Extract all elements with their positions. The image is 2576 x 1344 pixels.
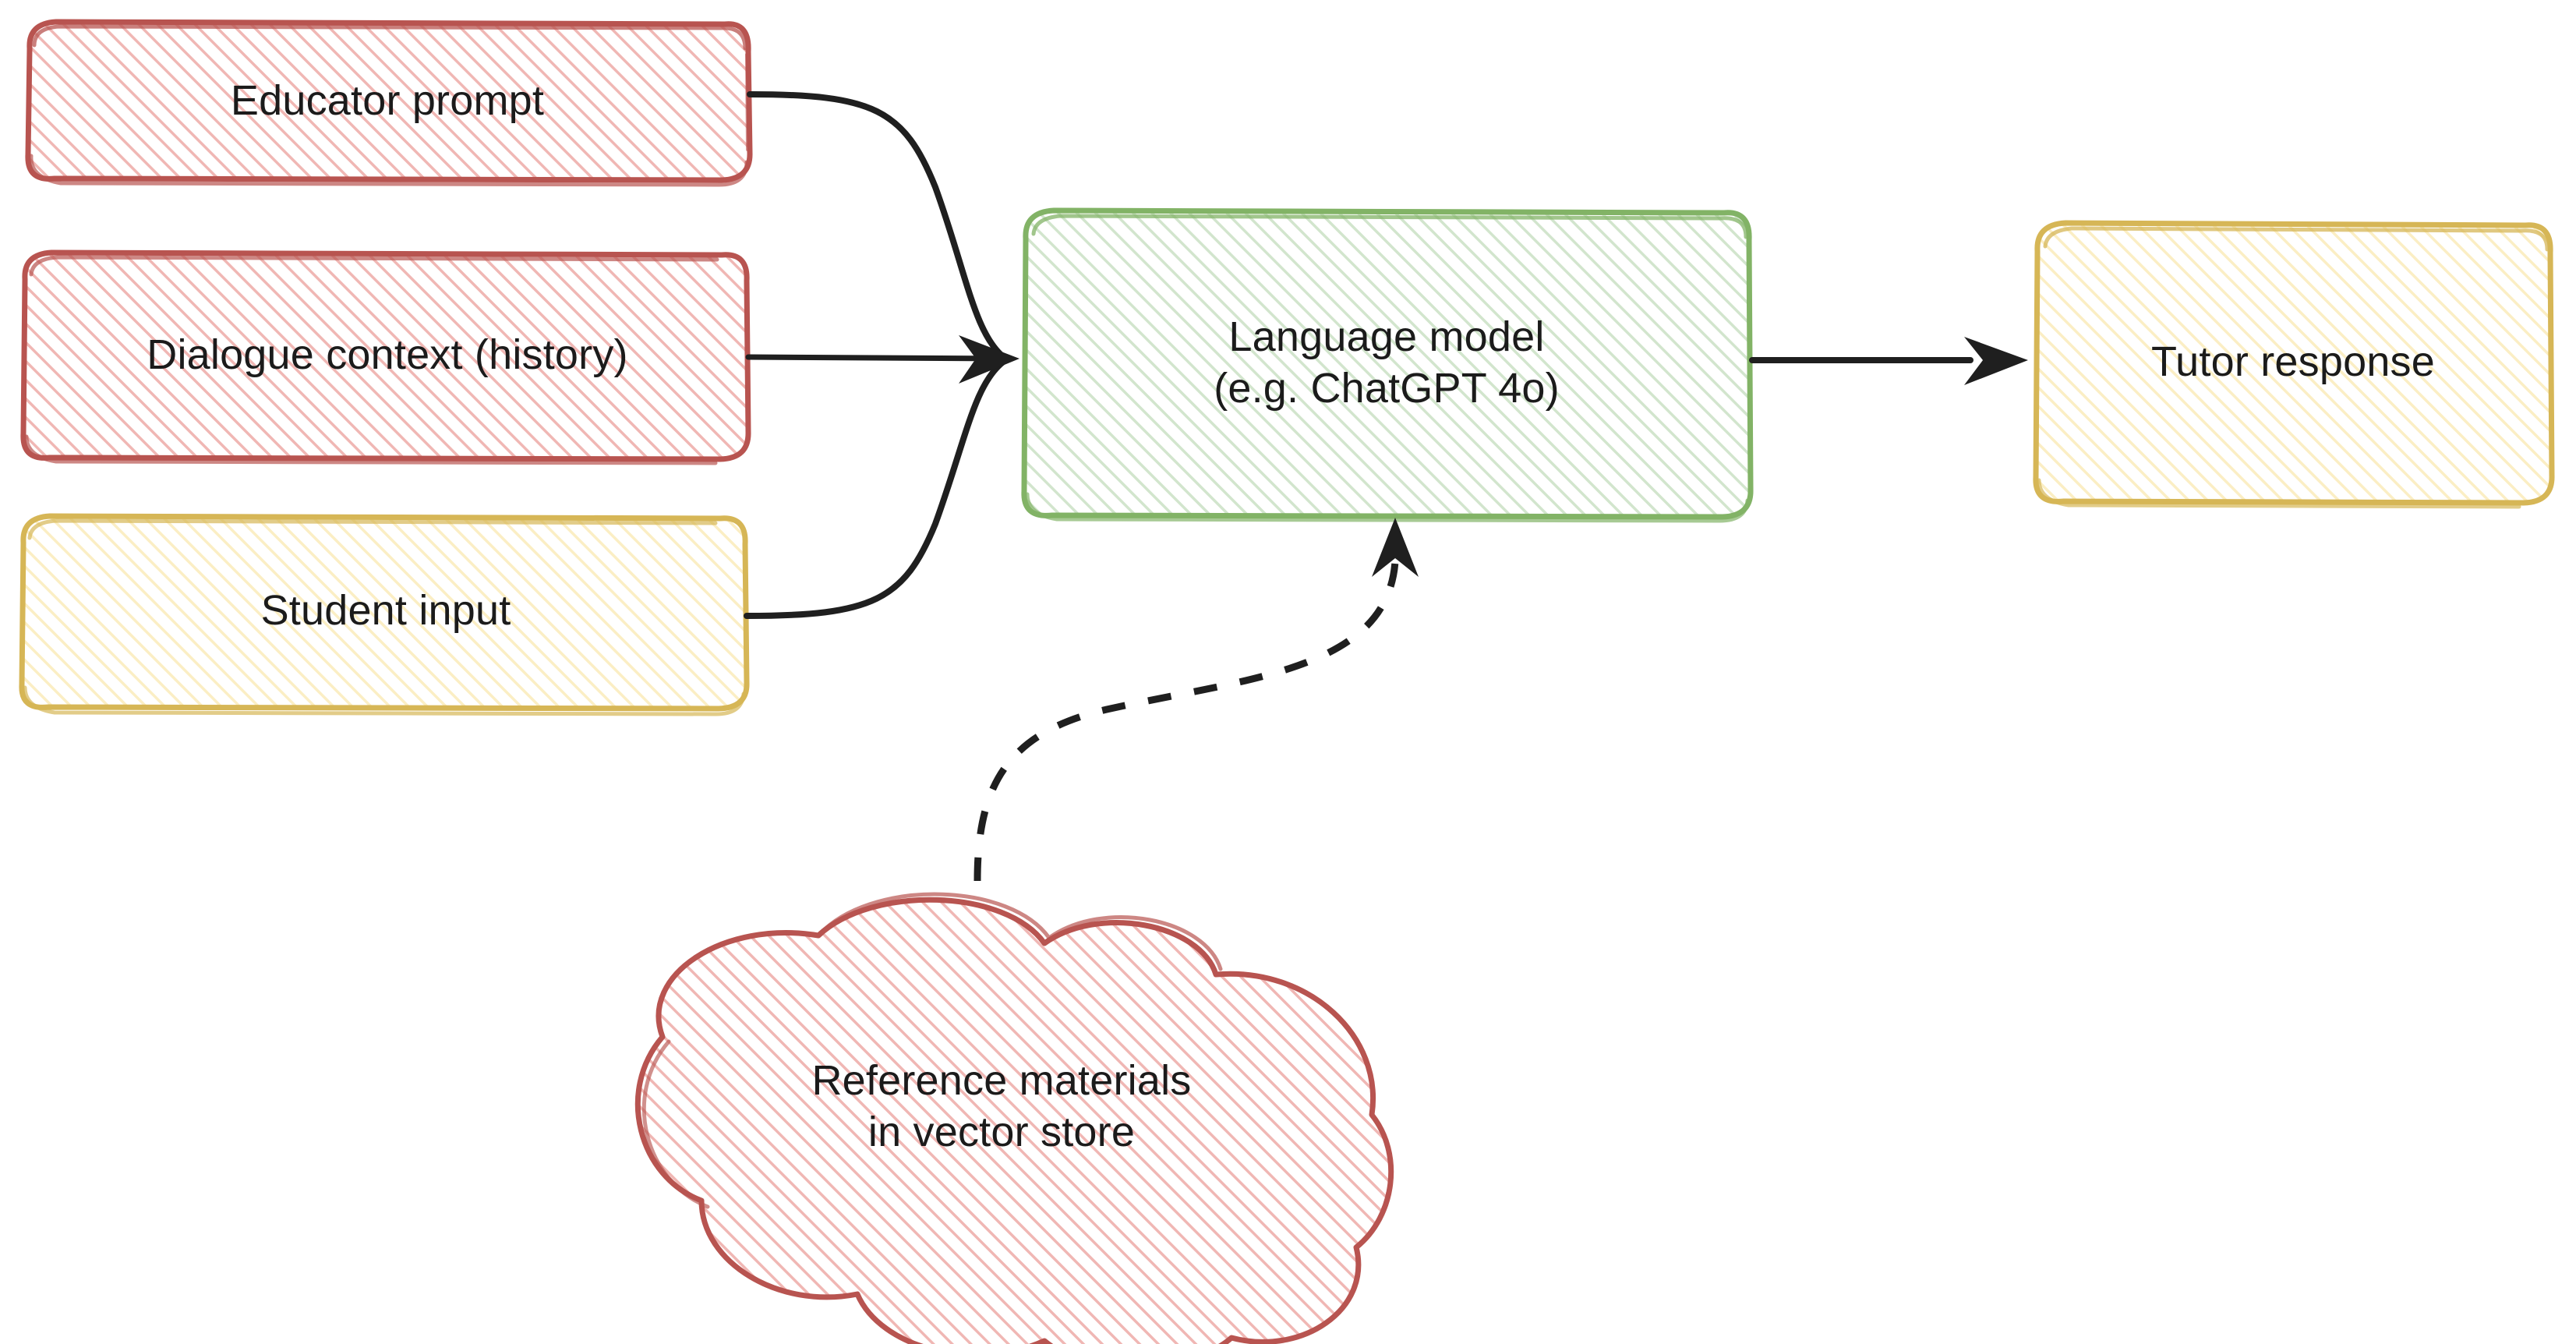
edge-educator-to-model [747, 91, 1009, 362]
node-language-model[interactable] [1021, 207, 1754, 523]
node-educator-prompt[interactable] [25, 19, 753, 187]
edge-reference-to-model [974, 518, 1419, 882]
node-tutor-response[interactable] [2033, 220, 2555, 509]
arrowhead-into-model [959, 335, 1019, 384]
edge-student-to-model [744, 357, 1009, 619]
edge-dialogue-to-model [745, 354, 1010, 362]
node-reference-materials[interactable] [634, 892, 1394, 1344]
edge-model-to-response [1749, 337, 2028, 385]
node-dialogue-context[interactable] [20, 249, 751, 465]
node-student-input[interactable] [19, 513, 750, 716]
